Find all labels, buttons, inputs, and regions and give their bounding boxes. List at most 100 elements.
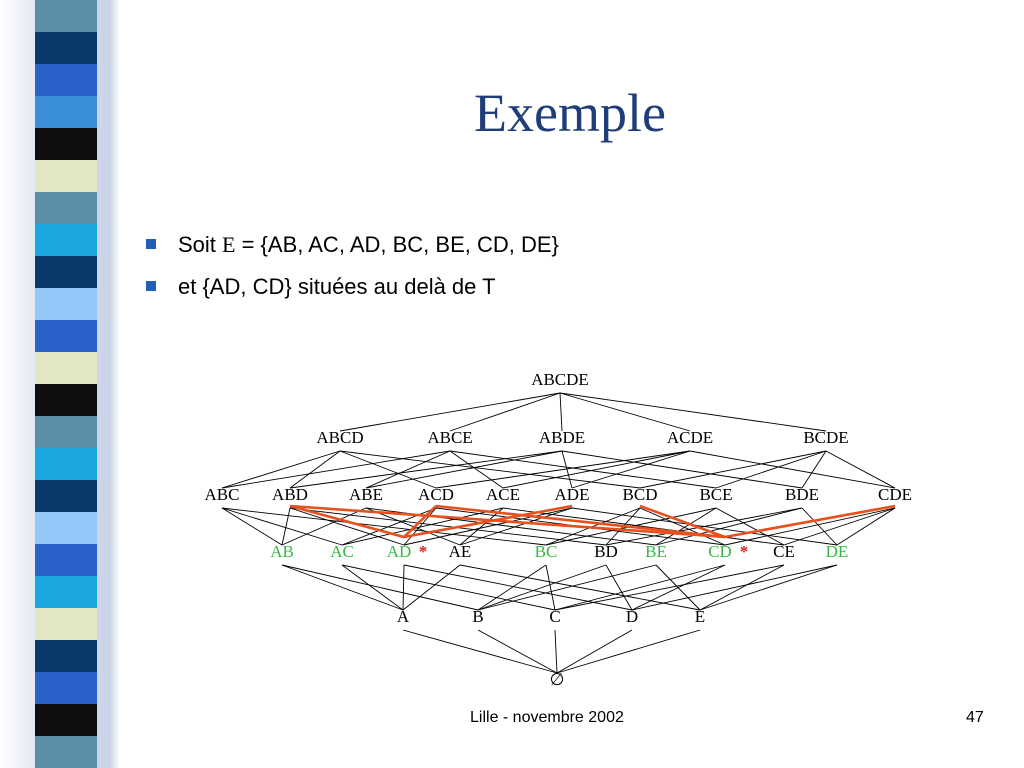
- lattice-node-a: A: [397, 607, 410, 626]
- lattice-edge: [403, 564, 633, 611]
- lattice-node-ade: ADE: [555, 485, 590, 504]
- lattice-node-cde: CDE: [878, 485, 912, 504]
- lattice-node-acde: ACDE: [667, 428, 713, 447]
- lattice-edge: [561, 450, 573, 489]
- lattice-edge: [605, 564, 633, 611]
- lattice-edge: [554, 564, 785, 611]
- bullet-square-icon: [146, 239, 156, 250]
- stripe-block: [35, 224, 97, 256]
- lattice-edge: [281, 564, 479, 611]
- stripe-block: [35, 576, 97, 608]
- lattice-edge: [341, 564, 404, 611]
- lattice-node-e: E: [695, 607, 705, 626]
- stripe-block: [35, 288, 97, 320]
- lattice-node-abd: ABD: [272, 485, 308, 504]
- stripe-block: [35, 672, 97, 704]
- border-paths: [289, 504, 896, 539]
- lattice-edge: [801, 450, 827, 489]
- footer-text: Lille - novembre 2002: [470, 709, 624, 726]
- lattice-edge: [435, 450, 691, 489]
- lattice-node-abcde: ABCDE: [531, 370, 589, 389]
- border-path: [435, 504, 726, 539]
- lattice-edge: [556, 629, 633, 674]
- stripe-block: [35, 96, 97, 128]
- lattice-node-de: DE: [826, 542, 849, 561]
- lattice-node-d: D: [626, 607, 638, 626]
- lattice-edge: [571, 450, 691, 489]
- lattice-edge: [221, 507, 283, 546]
- lattice-edge: [783, 507, 896, 546]
- lattice-edge: [559, 392, 827, 432]
- lattice-edge: [477, 564, 657, 611]
- lattice-node-ce: CE: [773, 542, 795, 561]
- lattice-edge: [402, 564, 405, 611]
- lattice-edge: [559, 392, 691, 432]
- lattice-edge: [403, 507, 573, 546]
- lattice-edge: [341, 507, 504, 546]
- lattice-edge: [477, 564, 607, 611]
- lattice-node-abcd: ABCD: [316, 428, 363, 447]
- lattice-edge: [289, 507, 405, 546]
- lattice-node-abde: ABDE: [539, 428, 585, 447]
- lattice-edge: [639, 507, 726, 546]
- stripe-block: [35, 544, 97, 576]
- lattice-edge: [221, 450, 341, 489]
- bullet-square-icon: [146, 281, 156, 292]
- stripe-block: [35, 608, 97, 640]
- stripe-block: [35, 640, 97, 672]
- lattice-edge: [459, 507, 573, 546]
- lattice-edge: [559, 392, 563, 432]
- lattice-node-abc: ABC: [205, 485, 240, 504]
- lattice-edge: [655, 507, 717, 546]
- lattice-edge: [825, 450, 896, 489]
- lattice-edge: [221, 507, 343, 546]
- stripe-block: [35, 704, 97, 736]
- lattice-node-empty-set: ∅: [550, 670, 565, 689]
- lattice-edge: [365, 450, 563, 489]
- lattice-edge: [221, 507, 547, 546]
- border-path: [403, 504, 573, 539]
- stripe-block: [35, 256, 97, 288]
- stripe-block: [35, 320, 97, 352]
- lattice-edge: [449, 450, 504, 489]
- lattice-edge: [631, 564, 838, 611]
- lattice-node-ae: AE: [449, 542, 472, 561]
- lattice-edge: [545, 564, 556, 611]
- lattice-edge: [339, 392, 561, 432]
- lattice-edge: [339, 450, 437, 489]
- lattice-edge: [655, 507, 803, 546]
- lattice-edge: [459, 564, 701, 611]
- lattice-edge: [699, 564, 785, 611]
- lattice-edge: [836, 507, 896, 546]
- stripe-block: [35, 0, 97, 32]
- lattice-edge: [689, 450, 896, 489]
- stripe-block: [35, 192, 97, 224]
- stripe-block: [35, 480, 97, 512]
- lattice-edge: [403, 507, 437, 546]
- marker-asterisk: *: [740, 542, 749, 561]
- lattice-edge: [341, 564, 556, 611]
- lattice-edge: [554, 564, 726, 611]
- lattice-node-ab: AB: [270, 542, 294, 561]
- lattice-edge: [715, 450, 827, 489]
- border-path: [724, 504, 896, 539]
- marker-asterisk: *: [419, 542, 428, 561]
- lattice-edge: [801, 507, 838, 546]
- lattice-edge: [402, 629, 558, 674]
- lattice-node-ac: AC: [330, 542, 354, 561]
- lattice-node-b: B: [472, 607, 483, 626]
- bullet-1: Soit E = {AB, AC, AD, BC, BE, CD, DE}: [146, 232, 559, 258]
- lattice-edge: [715, 507, 785, 546]
- lattice-edge: [724, 507, 896, 546]
- lattice-node-bcd: BCD: [623, 485, 658, 504]
- lattice-edge: [459, 507, 504, 546]
- stripe-block: [35, 448, 97, 480]
- lattice-node-bcde: BCDE: [803, 428, 848, 447]
- lattice-edge: [221, 450, 451, 489]
- lattice-edge: [281, 507, 291, 546]
- stripe-column: [35, 0, 97, 768]
- decorative-stripe-bar: [0, 0, 120, 768]
- lattice-node-acd: ACD: [418, 485, 454, 504]
- lattice-edge: [289, 450, 341, 489]
